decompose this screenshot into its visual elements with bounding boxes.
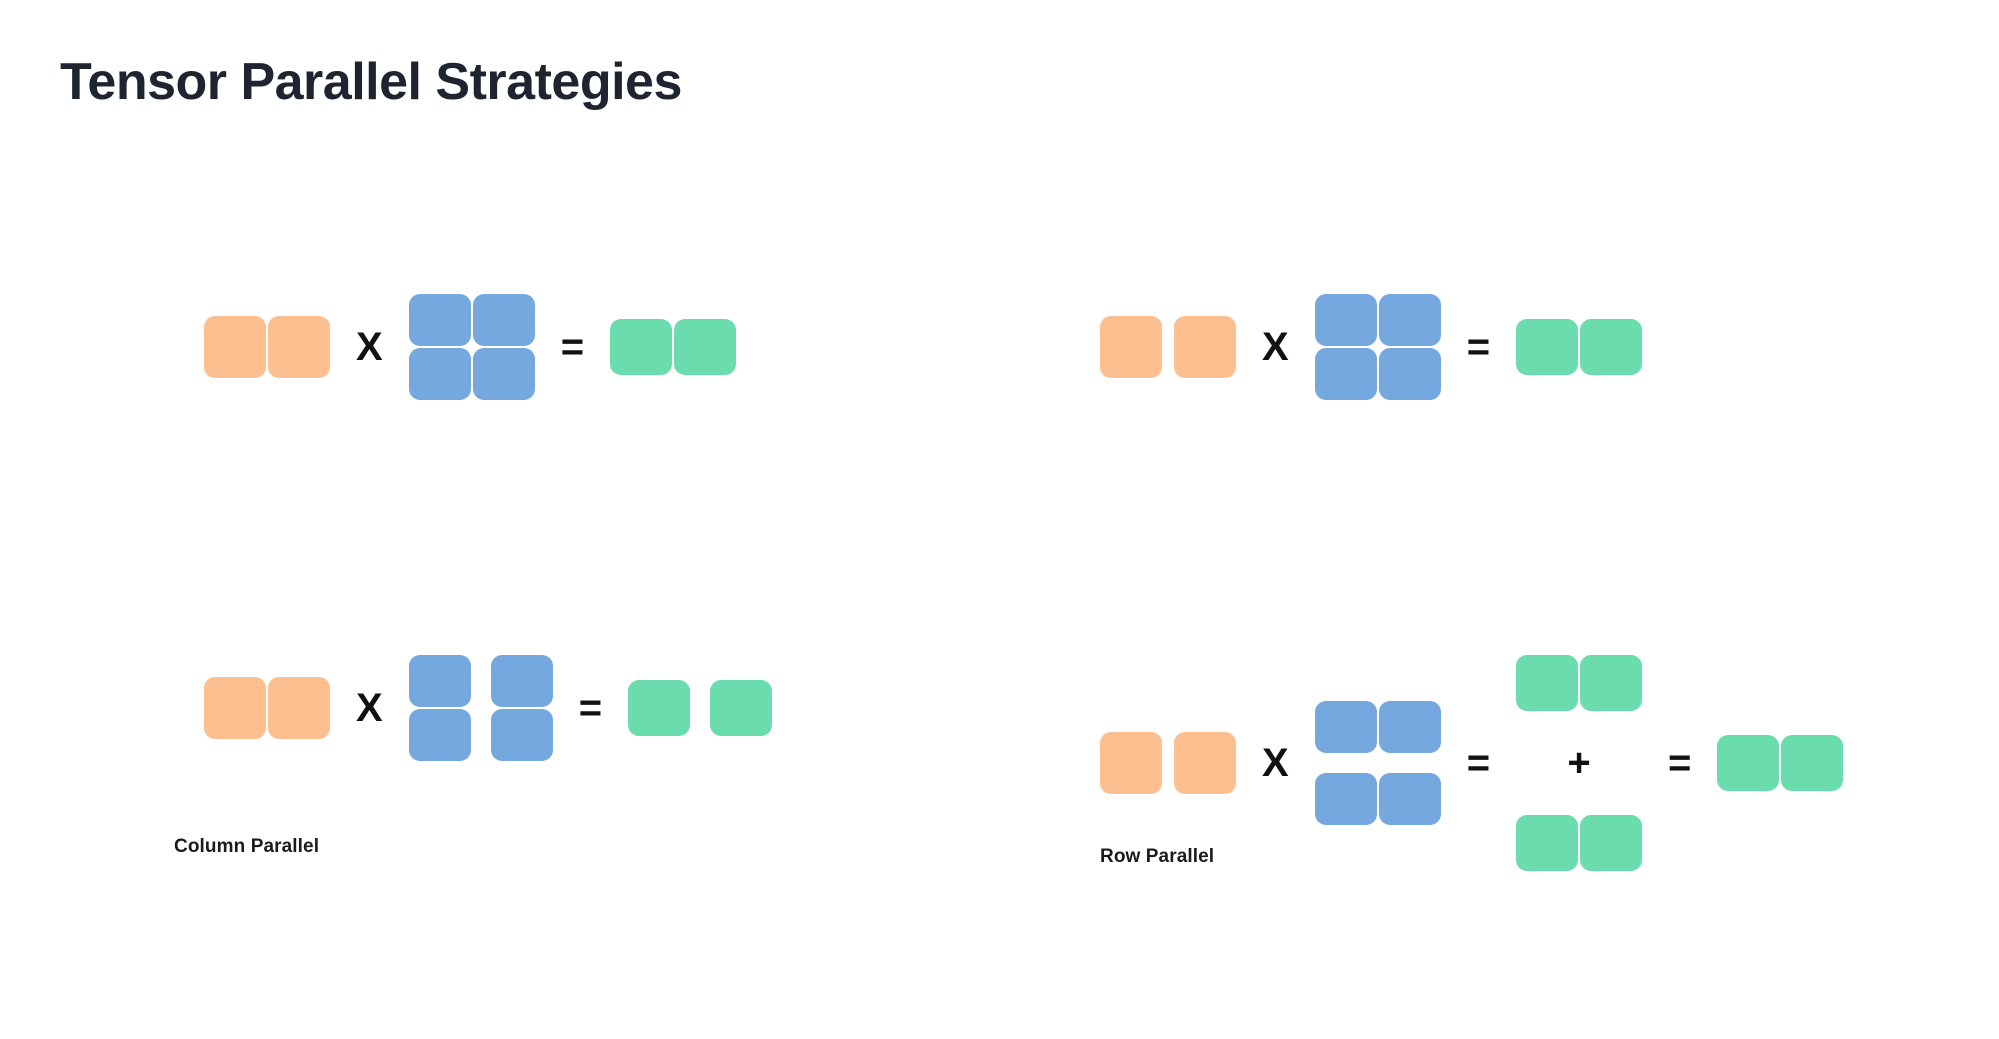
final-output-matrix bbox=[1717, 735, 1844, 791]
input-activations-matrix-sharded bbox=[1100, 732, 1236, 794]
equals-operator: = bbox=[1466, 325, 1491, 369]
weight-cell bbox=[1378, 701, 1441, 753]
column-parallel-unsharded-equation: X = bbox=[204, 294, 737, 400]
weight-cell bbox=[1314, 701, 1377, 753]
multiply-operator: X bbox=[1262, 325, 1289, 369]
input-cell bbox=[204, 677, 266, 739]
weight-cell bbox=[490, 655, 553, 707]
row-parallel-sharded-equation: X = + = bbox=[1100, 655, 1844, 871]
weight-row-shard bbox=[1314, 701, 1441, 753]
multiply-operator: X bbox=[356, 686, 383, 730]
matrix-row bbox=[408, 294, 535, 346]
weight-matrix bbox=[1314, 294, 1441, 400]
weight-cell bbox=[1314, 348, 1377, 400]
output-cell bbox=[674, 319, 737, 375]
output-matrix bbox=[610, 319, 737, 375]
weight-matrix-column-sharded bbox=[408, 655, 553, 761]
input-cell bbox=[1100, 732, 1162, 794]
output-cell bbox=[610, 319, 673, 375]
equals-operator-final: = bbox=[1668, 741, 1692, 785]
multiply-operator: X bbox=[356, 325, 383, 369]
input-cell bbox=[268, 677, 330, 739]
caption-row-parallel: Row Parallel bbox=[1100, 846, 1215, 867]
weight-cell bbox=[408, 294, 471, 346]
weight-cell bbox=[1314, 294, 1377, 346]
input-activations-matrix-sharded bbox=[1100, 316, 1236, 378]
weight-cell bbox=[408, 655, 471, 707]
output-cell bbox=[710, 680, 773, 736]
weight-cell bbox=[490, 709, 553, 761]
partial-cell bbox=[1516, 655, 1579, 711]
weight-cell bbox=[1314, 773, 1377, 825]
page-title: Tensor Parallel Strategies bbox=[60, 53, 682, 111]
output-cell bbox=[1580, 319, 1643, 375]
output-cell bbox=[1516, 319, 1579, 375]
input-cell bbox=[1100, 316, 1162, 378]
weight-column-shard bbox=[490, 655, 553, 761]
column-parallel-sharded-equation: X = bbox=[204, 655, 773, 761]
plus-operator: + bbox=[1567, 741, 1591, 785]
matrix-row bbox=[204, 677, 330, 739]
equals-operator: = bbox=[560, 325, 585, 369]
partial-results-sum: + bbox=[1516, 655, 1643, 871]
input-cell bbox=[204, 316, 266, 378]
weight-cell bbox=[1378, 773, 1441, 825]
weight-cell bbox=[408, 348, 471, 400]
weight-cell bbox=[1378, 348, 1441, 400]
partial-result-bottom bbox=[1516, 815, 1643, 871]
matrix-row bbox=[408, 348, 535, 400]
output-cell bbox=[1781, 735, 1844, 791]
output-matrix bbox=[1516, 319, 1643, 375]
partial-cell bbox=[1580, 655, 1643, 711]
input-activations-matrix bbox=[204, 677, 330, 739]
partial-cell bbox=[1580, 815, 1643, 871]
weight-column-shard bbox=[408, 655, 471, 761]
output-matrix-column-sharded bbox=[628, 680, 773, 736]
weight-row-shard bbox=[1314, 773, 1441, 825]
matrix-row bbox=[1314, 348, 1441, 400]
equals-operator: = bbox=[578, 686, 603, 730]
matrix-row bbox=[204, 316, 330, 378]
matrix-row bbox=[1314, 294, 1441, 346]
partial-cell bbox=[1516, 815, 1579, 871]
output-cell bbox=[628, 680, 691, 736]
row-parallel-unsharded-equation: X = bbox=[1100, 294, 1643, 400]
multiply-operator: X bbox=[1262, 741, 1289, 785]
weight-cell bbox=[472, 348, 535, 400]
input-cell bbox=[268, 316, 330, 378]
input-cell bbox=[1174, 316, 1236, 378]
weight-matrix bbox=[408, 294, 535, 400]
matrix-row bbox=[610, 319, 737, 375]
input-activations-matrix bbox=[204, 316, 330, 378]
output-cell bbox=[1717, 735, 1780, 791]
weight-cell bbox=[408, 709, 471, 761]
weight-cell bbox=[472, 294, 535, 346]
equals-operator: = bbox=[1466, 741, 1491, 785]
input-cell bbox=[1174, 732, 1236, 794]
caption-column-parallel: Column Parallel bbox=[174, 836, 320, 857]
partial-result-top bbox=[1516, 655, 1643, 711]
weight-cell bbox=[1378, 294, 1441, 346]
weight-matrix-row-sharded bbox=[1314, 701, 1441, 825]
